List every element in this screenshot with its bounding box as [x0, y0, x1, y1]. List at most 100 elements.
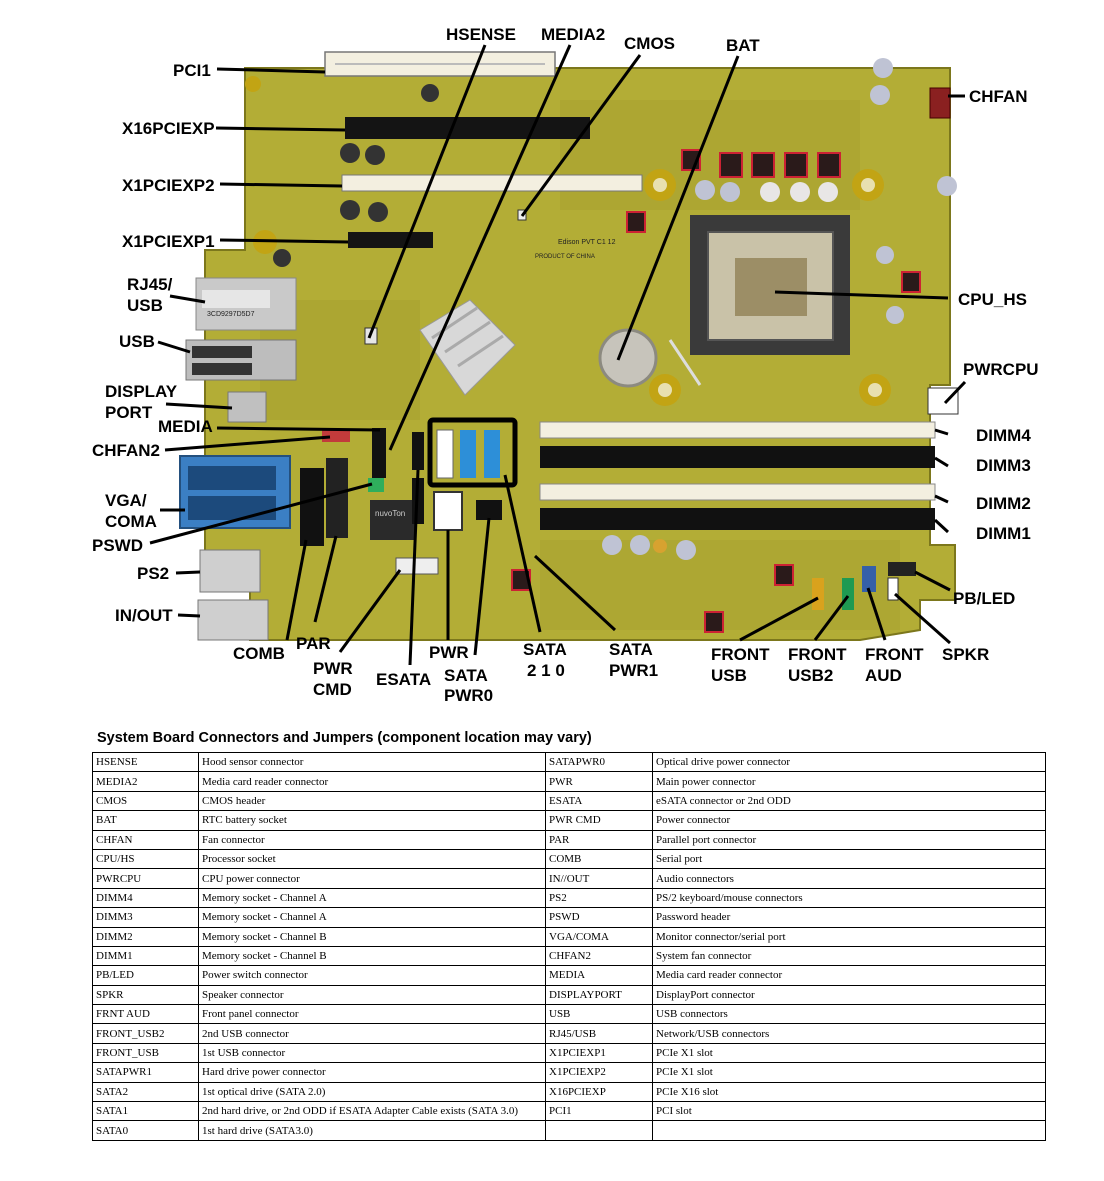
connector-name-cell: ESATA: [545, 790, 653, 812]
label-esata: ESATA: [376, 670, 431, 689]
media-header: [372, 428, 386, 478]
connector-name-cell: DIMM2: [92, 926, 199, 947]
connector-name-cell: USB: [545, 1004, 653, 1025]
displayport-port: [227, 391, 267, 423]
connector-description-cell: [652, 1120, 1046, 1141]
connector-name-cell: IN//OUT: [545, 868, 653, 889]
rtc-battery: [598, 328, 658, 388]
label-inout: IN/OUT: [115, 606, 173, 625]
label-frontusb2-line1: FRONT: [788, 645, 847, 664]
label-chfan: CHFAN: [969, 87, 1028, 106]
connector-description-cell: Parallel port connector: [652, 829, 1046, 850]
connector-description-cell: PS/2 keyboard/mouse connectors: [652, 887, 1046, 909]
connector-description-cell: Network/USB connectors: [652, 1023, 1046, 1044]
audio-inout-port: [197, 599, 269, 641]
x1pciexp2-slot: [341, 174, 643, 192]
label-pwrcpu: PWRCPU: [963, 360, 1039, 379]
connector-description-cell: Memory socket - Channel B: [198, 945, 546, 967]
front-aud-header: [862, 566, 876, 592]
connector-description-cell: eSATA connector or 2nd ODD: [652, 790, 1046, 812]
label-bat: BAT: [726, 36, 760, 55]
connector-description-cell: DisplayPort connector: [652, 984, 1046, 1006]
label-usb: USB: [119, 332, 155, 351]
connector-name-cell: COMB: [545, 848, 653, 870]
label-spkr: SPKR: [942, 645, 989, 664]
connector-name-cell: DIMM3: [92, 907, 199, 928]
connector-name-cell: MEDIA: [545, 965, 653, 986]
board-name: Edison PVT C1 12: [558, 239, 616, 246]
label-displayport-line2: PORT: [105, 403, 153, 422]
connector-name-cell: MEDIA2: [92, 771, 199, 792]
label-vga-line1: VGA/: [105, 491, 147, 510]
connector-name-cell: CPU/HS: [92, 848, 199, 870]
par-header: [326, 458, 348, 538]
media2-header: [412, 432, 424, 470]
label-dimm4: DIMM4: [976, 426, 1031, 445]
label-pwr: PWR: [429, 643, 469, 662]
pwr-connector: [433, 491, 463, 531]
label-sata-line1: SATA: [523, 640, 567, 659]
label-pswd: PSWD: [92, 536, 143, 555]
connector-name-cell: FRONT_USB: [92, 1042, 199, 1064]
connector-description-cell: 2nd hard drive, or 2nd ODD if ESATA Adap…: [198, 1101, 546, 1122]
front-usb2-header: [842, 578, 854, 610]
heatsink: [419, 299, 516, 396]
leader-lines: [149, 44, 967, 666]
label-frontusb-line2: USB: [711, 666, 747, 685]
label-rj45-line2: USB: [127, 296, 163, 315]
connector-name-cell: PAR: [545, 829, 653, 850]
connector-description-cell: 1st optical drive (SATA 2.0): [198, 1081, 546, 1103]
spkr-header: [887, 577, 899, 601]
pwrcpu-connector: [927, 387, 959, 415]
label-media2: MEDIA2: [541, 25, 605, 44]
label-satapwr0-line2: PWR0: [444, 686, 493, 705]
connector-name-cell: PWRCPU: [92, 868, 199, 889]
connector-description-cell: Main power connector: [652, 771, 1046, 792]
serial-sticker: 3CD9297D5D7: [207, 311, 255, 318]
label-x1pciexp2: X1PCIEXP2: [122, 176, 215, 195]
connector-description-cell: CMOS header: [198, 790, 546, 812]
chfan-connector: [929, 87, 951, 119]
connector-name-cell: PS2: [545, 887, 653, 909]
connector-description-cell: PCIe X16 slot: [652, 1081, 1046, 1103]
satapwr0-connector: [476, 500, 502, 520]
connector-description-cell: Media card reader connector: [652, 965, 1046, 986]
x16pciexp-slot: [345, 117, 590, 139]
label-pbled: PB/LED: [953, 589, 1015, 608]
connector-description-cell: Serial port: [652, 848, 1046, 870]
connector-name-cell: X1PCIEXP1: [545, 1042, 653, 1064]
label-frontaud-line1: FRONT: [865, 645, 924, 664]
x1pciexp1-slot: [348, 232, 433, 248]
connector-name-cell: DIMM1: [92, 945, 199, 967]
connector-description-cell: Front panel connector: [198, 1004, 546, 1025]
dimm1-slot: [540, 508, 935, 530]
table-caption: System Board Connectors and Jumpers (com…: [97, 730, 592, 746]
connector-name-cell: SATA0: [92, 1120, 199, 1141]
connector-name-cell: CHFAN: [92, 829, 199, 850]
connector-description-cell: Speaker connector: [198, 984, 546, 1006]
connector-name-cell: HSENSE: [92, 751, 199, 773]
label-satapwr1-line2: PWR1: [609, 661, 658, 680]
connector-name-cell: SPKR: [92, 984, 199, 1006]
connector-name-cell: PCI1: [545, 1101, 653, 1122]
label-x16pciexp: X16PCIEXP: [122, 119, 215, 138]
label-cmos: CMOS: [624, 34, 675, 53]
connector-description-cell: Optical drive power connector: [652, 751, 1046, 773]
connector-description-cell: Audio connectors: [652, 868, 1046, 889]
connector-description-cell: CPU power connector: [198, 868, 546, 889]
connector-description-cell: PCIe X1 slot: [652, 1042, 1046, 1064]
label-dimm2: DIMM2: [976, 494, 1031, 513]
connector-description-cell: 1st hard drive (SATA3.0): [198, 1120, 546, 1141]
front-usb-header: [812, 578, 824, 610]
label-hsense: HSENSE: [446, 25, 516, 44]
